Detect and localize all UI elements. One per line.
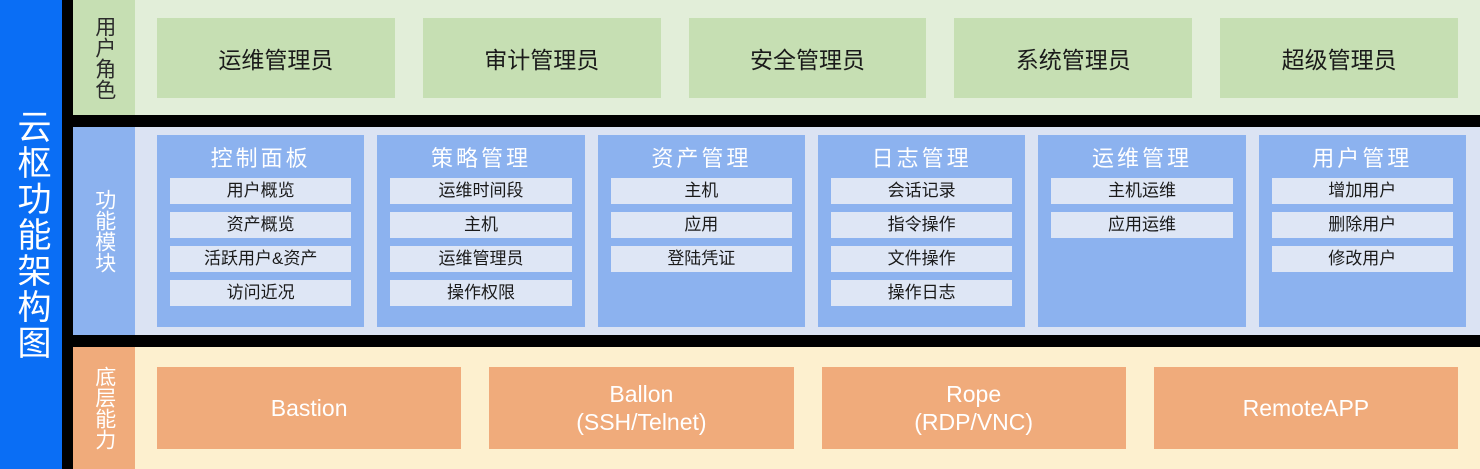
module-item[interactable]: 修改用户 [1271, 246, 1453, 272]
capability-card-label: RemoteAPP [1242, 394, 1370, 421]
module-item[interactable]: 指令操作 [830, 212, 1013, 238]
module-card-log-management[interactable]: 日志管理 会话记录 指令操作 文件操作 操作日志 [817, 135, 1026, 327]
module-item[interactable]: 增加用户 [1271, 178, 1453, 204]
module-title: 控制面板 [210, 146, 311, 171]
role-card-label: 安全管理员 [749, 46, 865, 73]
module-card-ops-management[interactable]: 运维管理 主机运维 应用运维 [1038, 135, 1246, 327]
band-label-text: 功能模块 [92, 189, 116, 273]
band-label-functional-modules: 功能模块 [73, 127, 135, 335]
module-card-policy-management[interactable]: 策略管理 运维时间段 主机 运维管理员 操作权限 [377, 135, 585, 327]
module-item-list: 主机 应用 登陆凭证 [610, 178, 792, 272]
module-title: 运维管理 [1091, 146, 1192, 171]
band-body-underlying-capabilities: Bastion Ballon (SSH/Telnet) Rope (RDP/VN… [135, 347, 1480, 469]
module-item[interactable]: 操作权限 [390, 280, 572, 306]
module-item[interactable]: 用户概览 [170, 178, 352, 204]
role-card-label: 系统管理员 [1015, 46, 1131, 73]
capability-card-label: Ballon (SSH/Telnet) [576, 380, 707, 435]
capability-card[interactable]: Ballon (SSH/Telnet) [489, 367, 794, 449]
capability-card[interactable]: RemoteAPP [1153, 367, 1458, 449]
module-card-asset-management[interactable]: 资产管理 主机 应用 登陆凭证 [597, 135, 805, 327]
module-item[interactable]: 运维管理员 [390, 246, 572, 272]
role-card[interactable]: 系统管理员 [954, 17, 1193, 98]
module-title: 用户管理 [1312, 146, 1413, 171]
module-item-list: 增加用户 删除用户 修改用户 [1271, 178, 1453, 272]
role-card[interactable]: 运维管理员 [157, 17, 395, 98]
page-title: 云枢功能架构图 [12, 108, 51, 361]
module-item[interactable]: 删除用户 [1271, 212, 1453, 238]
role-card-label: 超级管理员 [1281, 46, 1397, 73]
module-item[interactable]: 操作日志 [830, 280, 1013, 306]
capability-card[interactable]: Rope (RDP/VNC) [821, 367, 1126, 449]
band-user-roles: 用户角色 运维管理员 审计管理员 安全管理员 系统管理员 超级管理员 [73, 0, 1480, 115]
module-item[interactable]: 活跃用户&资产 [170, 246, 352, 272]
band-label-user-roles: 用户角色 [73, 0, 135, 115]
module-title: 资产管理 [651, 146, 752, 171]
module-title: 日志管理 [871, 146, 972, 171]
module-item[interactable]: 主机 [390, 212, 572, 238]
module-card-user-management[interactable]: 用户管理 增加用户 删除用户 修改用户 [1258, 135, 1466, 327]
module-title: 策略管理 [430, 146, 531, 171]
module-item[interactable]: 资产概览 [170, 212, 352, 238]
band-label-underlying-capabilities: 底层能力 [73, 347, 135, 469]
module-item[interactable]: 应用运维 [1051, 212, 1233, 238]
role-card[interactable]: 安全管理员 [688, 17, 927, 98]
role-card-label: 审计管理员 [484, 46, 600, 73]
role-card[interactable]: 审计管理员 [422, 17, 661, 98]
band-functional-modules: 功能模块 控制面板 用户概览 资产概览 活跃用户&资产 访问近况 策略管理 运维… [73, 127, 1480, 335]
module-item[interactable]: 登陆凭证 [610, 246, 792, 272]
capability-card-label: Rope (RDP/VNC) [914, 380, 1034, 435]
module-item[interactable]: 应用 [610, 212, 792, 238]
role-card-label: 运维管理员 [218, 46, 334, 73]
capability-card[interactable]: Bastion [157, 367, 462, 449]
module-item[interactable]: 访问近况 [170, 280, 352, 306]
band-label-text: 用户角色 [92, 15, 116, 100]
band-underlying-capabilities: 底层能力 Bastion Ballon (SSH/Telnet) Rope (R… [73, 347, 1480, 469]
module-item-list: 运维时间段 主机 运维管理员 操作权限 [390, 178, 572, 306]
band-body-user-roles: 运维管理员 审计管理员 安全管理员 系统管理员 超级管理员 [135, 0, 1480, 115]
module-item-list: 会话记录 指令操作 文件操作 操作日志 [830, 178, 1013, 306]
module-item[interactable]: 主机 [610, 178, 792, 204]
module-item[interactable]: 运维时间段 [390, 178, 572, 204]
band-label-text: 底层能力 [92, 366, 116, 450]
module-card-control-panel[interactable]: 控制面板 用户概览 资产概览 活跃用户&资产 访问近况 [157, 135, 365, 327]
module-item[interactable]: 文件操作 [830, 246, 1013, 272]
diagram-title-strip: 云枢功能架构图 [0, 0, 62, 469]
module-item-list: 主机运维 应用运维 [1051, 178, 1233, 238]
capability-card-label: Bastion [270, 394, 348, 421]
module-item-list: 用户概览 资产概览 活跃用户&资产 访问近况 [170, 178, 352, 306]
band-body-functional-modules: 控制面板 用户概览 资产概览 活跃用户&资产 访问近况 策略管理 运维时间段 主… [135, 127, 1480, 335]
module-item[interactable]: 主机运维 [1051, 178, 1233, 204]
module-item[interactable]: 会话记录 [830, 178, 1013, 204]
role-card[interactable]: 超级管理员 [1220, 17, 1458, 98]
